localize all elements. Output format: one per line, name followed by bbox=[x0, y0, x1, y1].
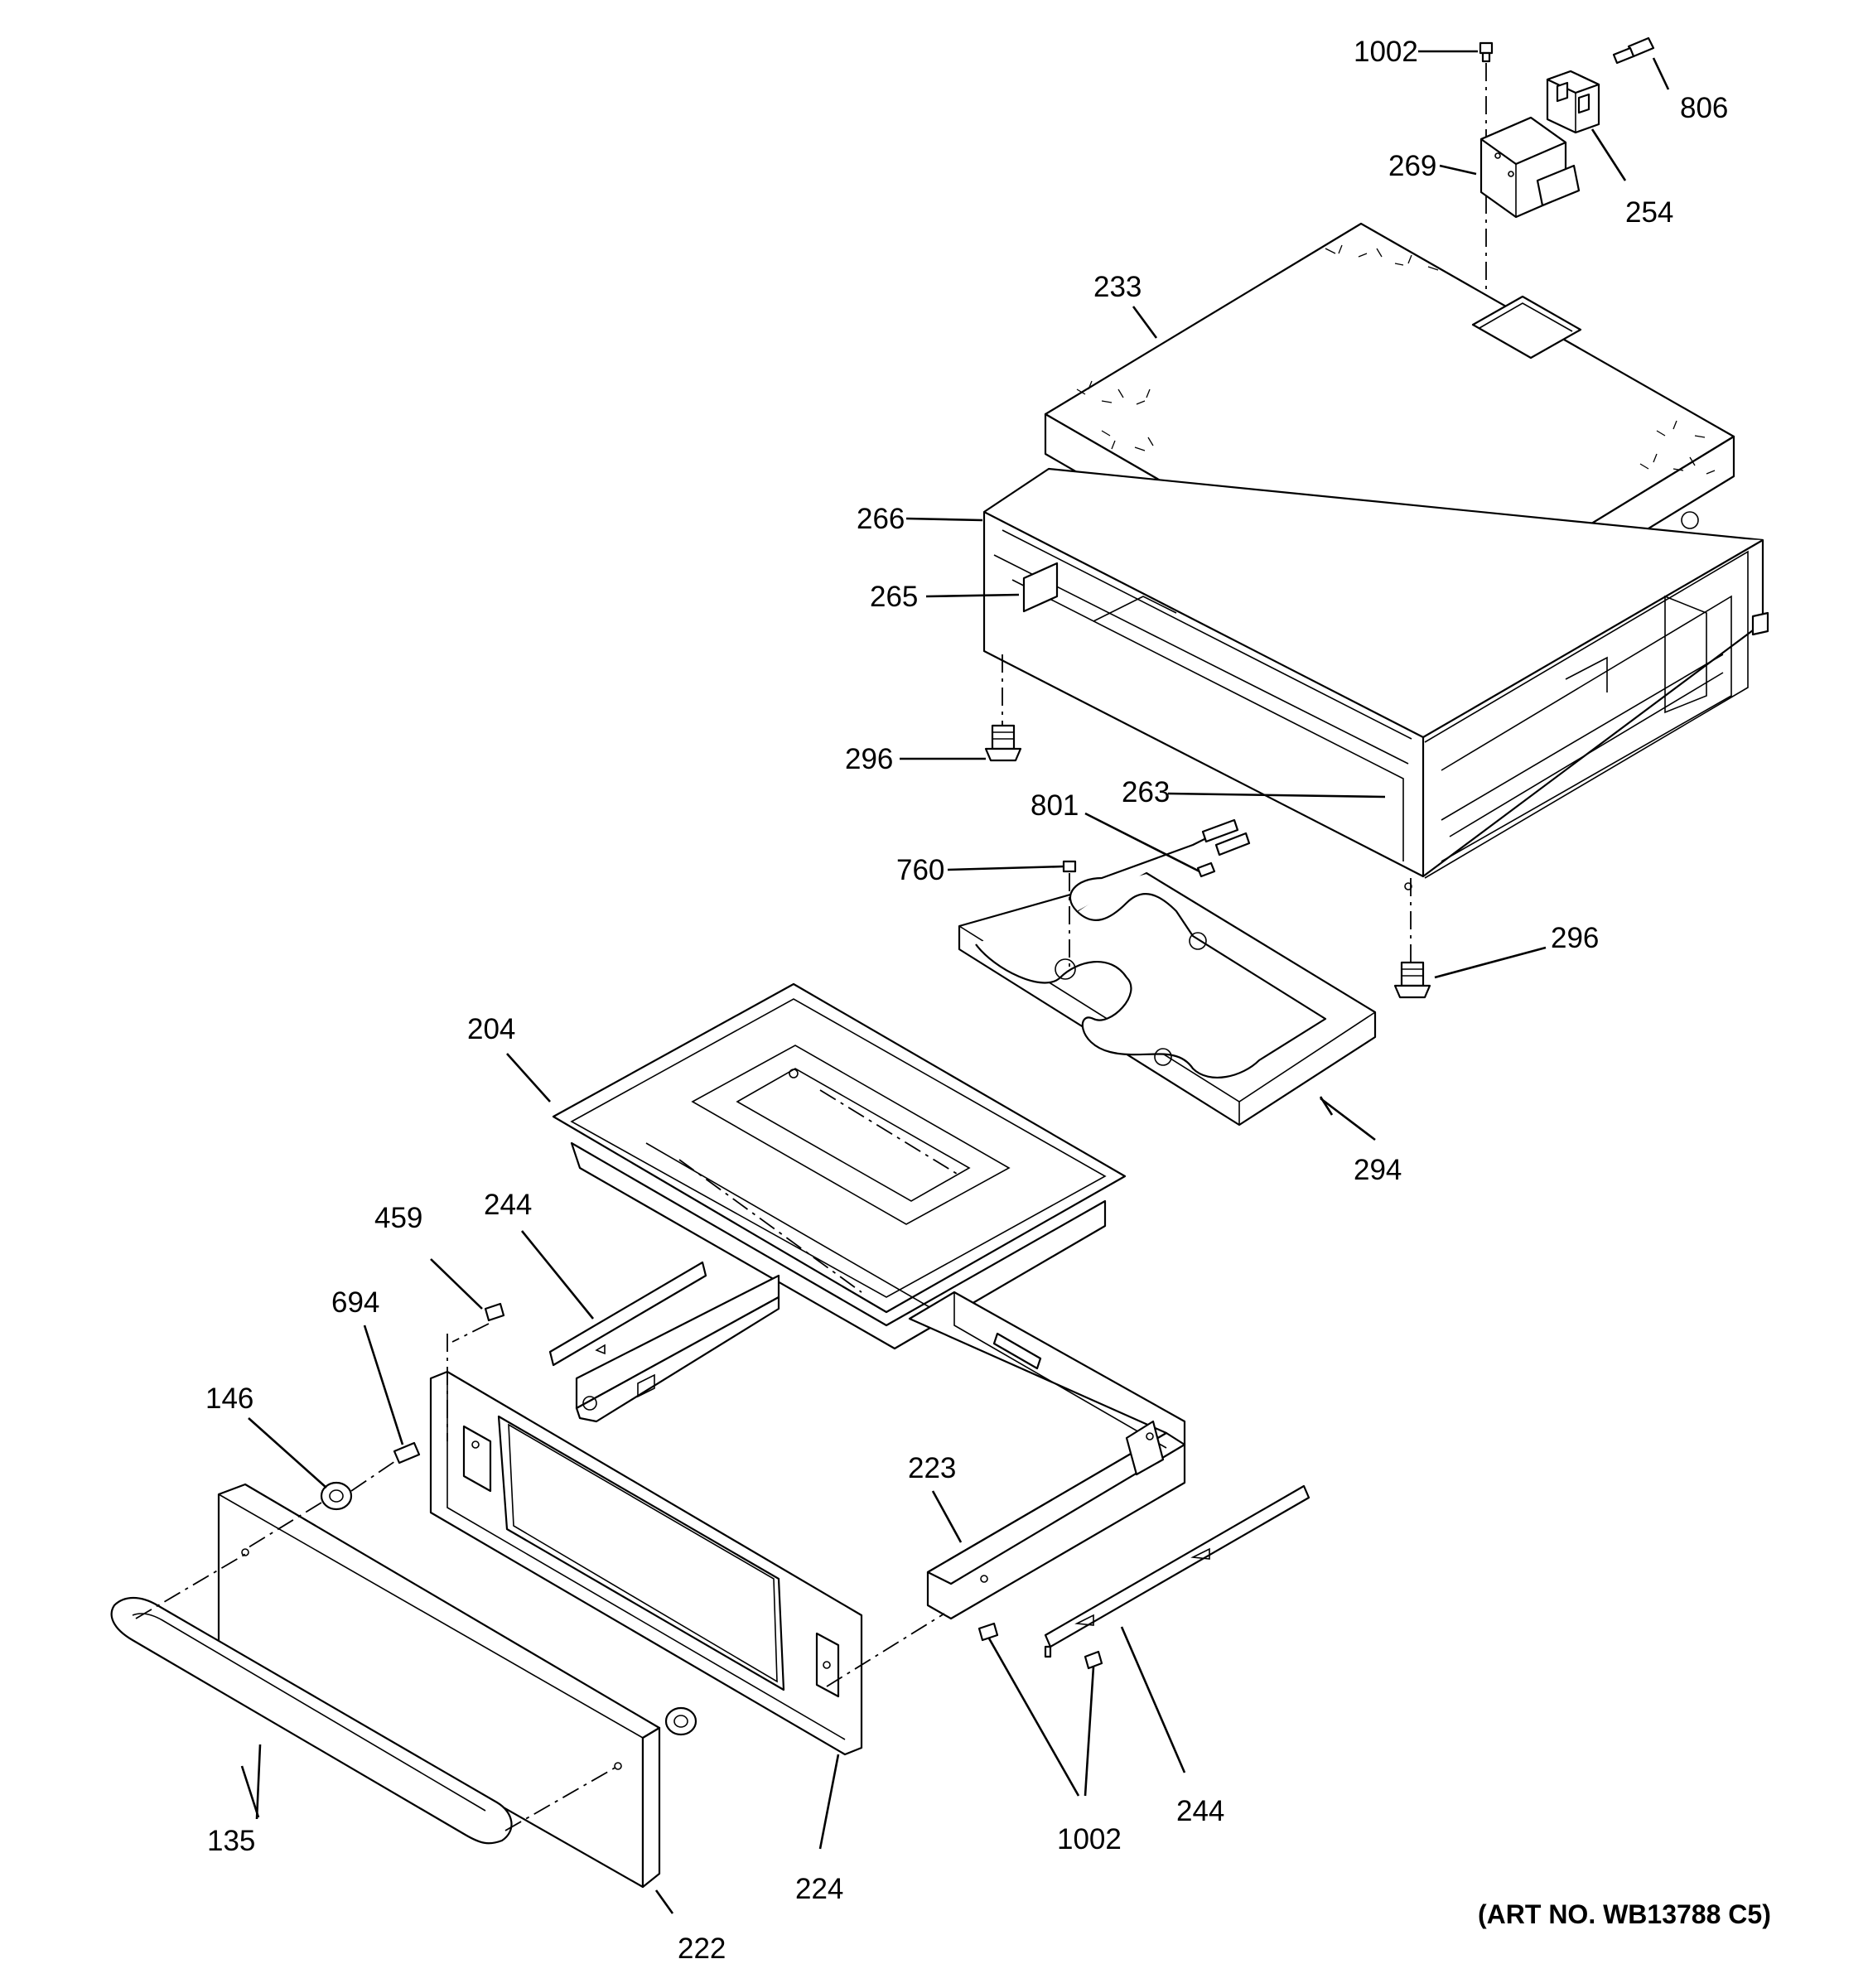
outer-door-panel-222 bbox=[217, 1483, 661, 1889]
callout-224: 224 bbox=[795, 1873, 843, 1905]
callout-760: 760 bbox=[896, 854, 944, 886]
spacer-146-lower bbox=[664, 1706, 697, 1736]
slide-rail-244-left bbox=[548, 1261, 780, 1423]
cavity-266 bbox=[982, 467, 1769, 890]
callout-244-right: 244 bbox=[1176, 1795, 1224, 1827]
callout-244-left: 244 bbox=[484, 1189, 532, 1221]
handle-135 bbox=[110, 1596, 513, 1845]
screw-459 bbox=[484, 1302, 505, 1322]
leader-lines bbox=[240, 50, 1670, 1914]
screw-801 bbox=[1196, 861, 1216, 878]
drawer-pan-204 bbox=[552, 982, 1127, 1350]
spacer-146-upper bbox=[320, 1481, 353, 1511]
callout-263: 263 bbox=[1122, 776, 1170, 808]
callout-806: 806 bbox=[1680, 92, 1728, 124]
leveling-leg-296-left bbox=[984, 724, 1022, 762]
screw-1002-bottom-a bbox=[977, 1622, 999, 1642]
callout-294: 294 bbox=[1354, 1154, 1402, 1186]
inner-door-panel-224 bbox=[429, 1370, 863, 1756]
terminal-block-254 bbox=[1546, 70, 1600, 134]
slide-rail-244-right bbox=[1044, 1484, 1310, 1658]
callout-1002-bottom: 1002 bbox=[1057, 1823, 1122, 1855]
callout-1002-top: 1002 bbox=[1354, 36, 1418, 68]
callout-223: 223 bbox=[908, 1452, 956, 1484]
callout-459: 459 bbox=[374, 1202, 422, 1234]
bake-element-tray-294 bbox=[958, 818, 1377, 1127]
callout-694: 694 bbox=[331, 1286, 379, 1319]
screw-760 bbox=[1062, 860, 1077, 873]
callout-265: 265 bbox=[870, 581, 918, 613]
callout-146: 146 bbox=[205, 1382, 253, 1415]
callout-266: 266 bbox=[857, 503, 905, 535]
callout-801: 801 bbox=[1031, 789, 1079, 822]
callout-269: 269 bbox=[1388, 150, 1436, 182]
screw-806 bbox=[1612, 36, 1655, 65]
screw-1002-bottom-b bbox=[1084, 1650, 1103, 1670]
callout-233: 233 bbox=[1093, 271, 1142, 303]
callout-296-right: 296 bbox=[1551, 922, 1599, 954]
bracket-269 bbox=[1479, 116, 1581, 219]
leveling-leg-296-right bbox=[1393, 961, 1431, 999]
screw-1002-top bbox=[1479, 41, 1494, 63]
callout-254: 254 bbox=[1625, 196, 1673, 229]
art-number: (ART NO. WB13788 C5) bbox=[1478, 1899, 1771, 1929]
callout-222: 222 bbox=[678, 1933, 726, 1965]
callout-204: 204 bbox=[467, 1013, 515, 1045]
callout-296-left: 296 bbox=[845, 743, 893, 775]
screw-694 bbox=[393, 1441, 421, 1464]
callout-135: 135 bbox=[207, 1825, 255, 1857]
drawer-frame-223 bbox=[908, 1291, 1186, 1620]
